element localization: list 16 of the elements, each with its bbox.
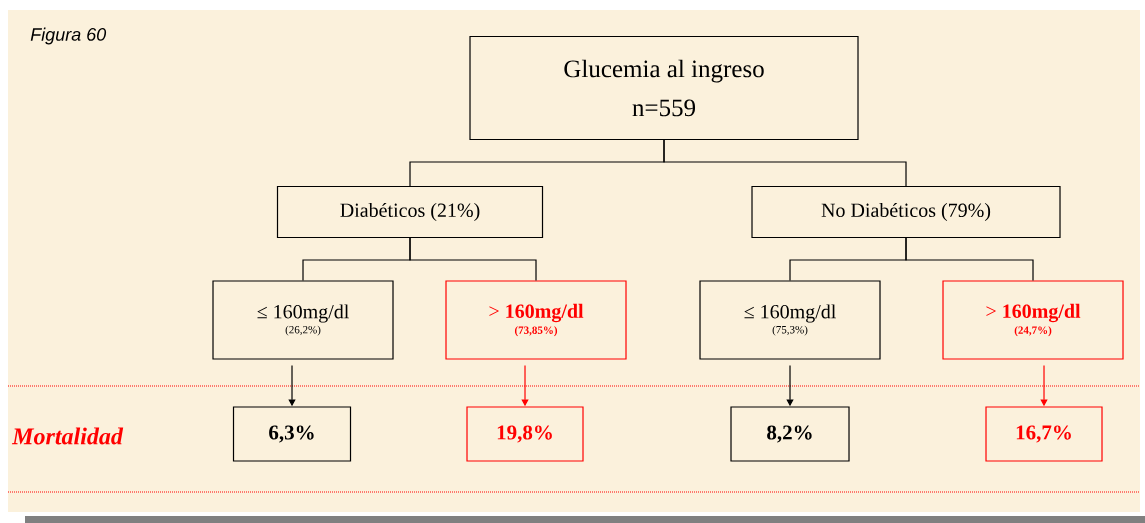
category-box: > 160mg/dl (73,85%) xyxy=(445,280,627,360)
connector-line xyxy=(409,237,537,281)
result-box: 8,2% xyxy=(730,406,850,462)
figure-label: Figura 60 xyxy=(30,27,107,45)
category-box: ≤ 160mg/dl (26,2%) xyxy=(212,280,394,360)
root-box: Glucemia al ingreso n=559 xyxy=(469,35,859,141)
connector-line xyxy=(663,139,907,187)
category-box: Diabéticos (21%) xyxy=(276,185,544,239)
result-box: 19,8% xyxy=(466,406,584,462)
connector-line xyxy=(905,237,1034,281)
row-label: Mortalidad xyxy=(11,427,124,445)
category-box: ≤ 160mg/dl (75,3%) xyxy=(699,280,881,360)
category-box: No Diabéticos (79%) xyxy=(751,185,1061,239)
result-box: 6,3% xyxy=(232,406,352,462)
category-box: > 160mg/dl (24,7%) xyxy=(942,280,1124,360)
result-box: 16,7% xyxy=(985,406,1103,462)
